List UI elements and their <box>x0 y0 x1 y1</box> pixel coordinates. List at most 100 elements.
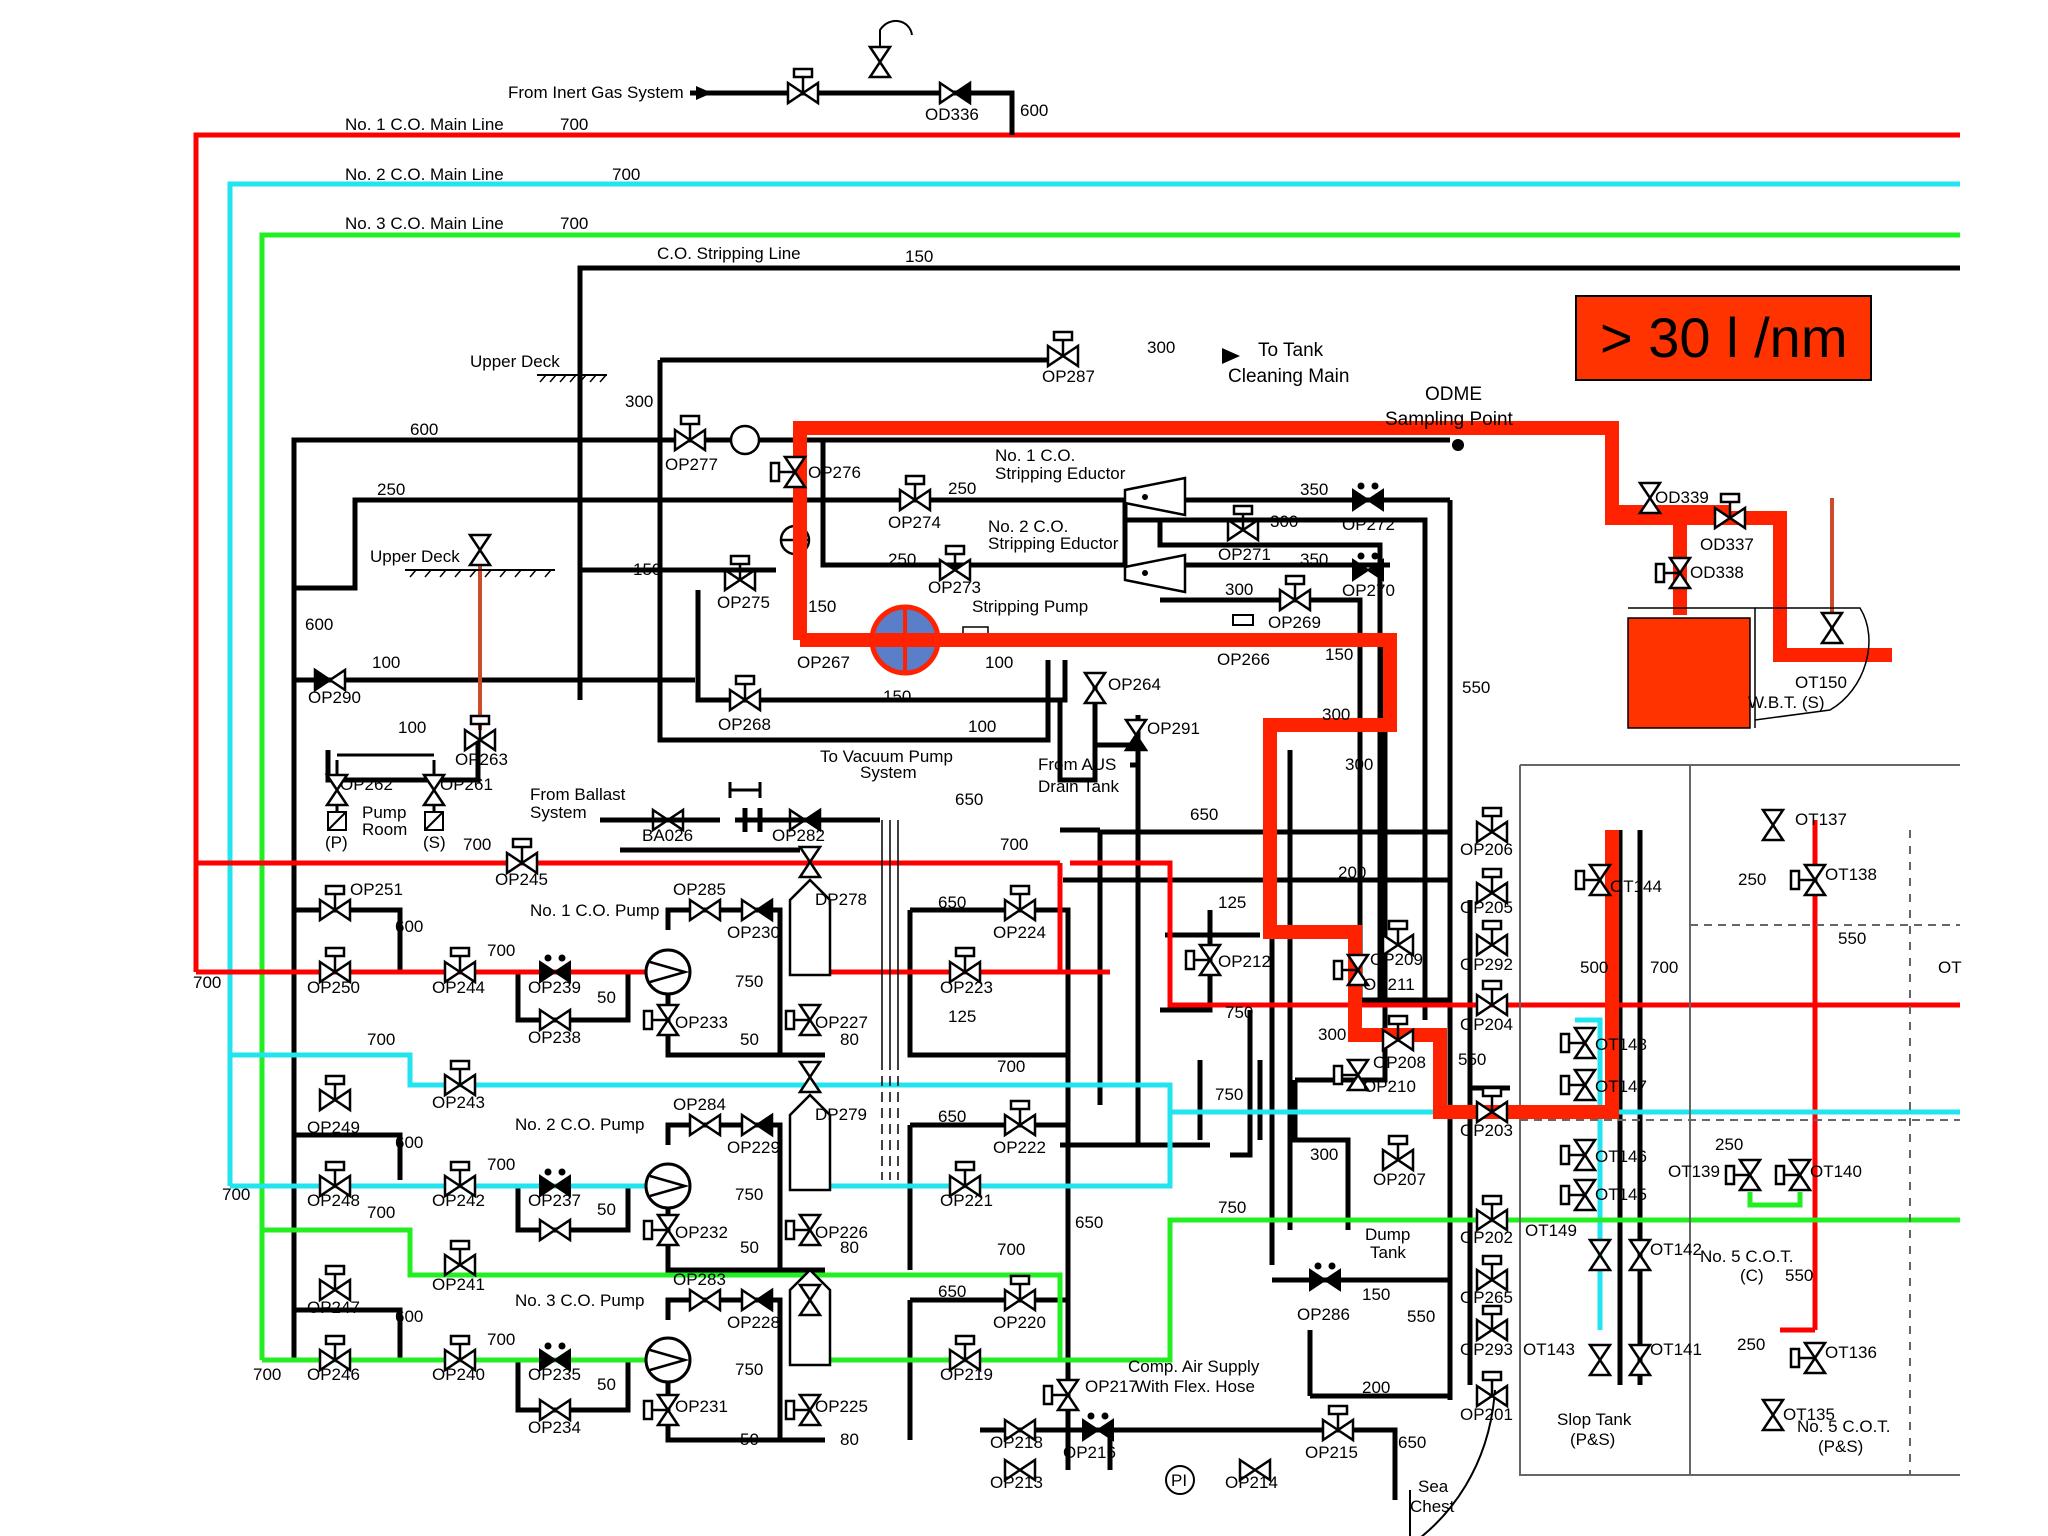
label-op241: OP241 <box>432 1275 485 1294</box>
label-op251: OP251 <box>350 880 403 899</box>
valve-ot141[interactable] <box>1628 1343 1652 1377</box>
valve-ot145[interactable] <box>1559 1178 1597 1212</box>
label-op221: OP221 <box>940 1191 993 1210</box>
valve-op245[interactable] <box>505 837 539 875</box>
label-op285: OP285 <box>673 880 726 899</box>
valve-op251[interactable] <box>318 884 352 922</box>
valve-op265[interactable] <box>1475 1254 1509 1292</box>
pi-gauge: PI <box>1165 1465 1195 1495</box>
valve-ot137[interactable] <box>1761 808 1785 842</box>
label-op238: OP238 <box>528 1028 581 1047</box>
valve-op206[interactable] <box>1475 806 1509 844</box>
valve-op207[interactable] <box>1381 1134 1415 1172</box>
inert-gas-valve-1[interactable] <box>786 67 820 105</box>
valve-op228[interactable] <box>740 1288 774 1312</box>
valve-op285[interactable] <box>688 898 722 922</box>
valve-dp279[interactable] <box>798 1060 822 1094</box>
valve-op249[interactable] <box>318 1074 352 1112</box>
valve-op236[interactable] <box>538 1218 572 1242</box>
valve-op232[interactable] <box>642 1213 680 1247</box>
valve-op287[interactable] <box>1046 330 1080 368</box>
valve-op250[interactable] <box>318 946 352 984</box>
valve-op271[interactable] <box>1226 504 1260 542</box>
valve-op291[interactable] <box>1124 718 1148 752</box>
valve-op231[interactable] <box>642 1393 680 1427</box>
valve-op286[interactable] <box>1309 1261 1341 1291</box>
valve-ot149[interactable] <box>1588 1238 1612 1272</box>
valve-op290[interactable] <box>313 668 347 692</box>
label-op284: OP284 <box>673 1095 726 1114</box>
valve-op275[interactable] <box>723 554 757 592</box>
valve-op229[interactable] <box>740 1113 774 1137</box>
valve-op277[interactable] <box>673 414 707 452</box>
label-sea: Sea <box>1418 1477 1449 1496</box>
valve-op230[interactable] <box>740 898 774 922</box>
size-700k: 700 <box>487 1155 515 1174</box>
valve-ot142[interactable] <box>1628 1238 1652 1272</box>
label-p-tag: (P) <box>325 833 348 852</box>
valve-op284[interactable] <box>688 1113 722 1137</box>
size-700b: 700 <box>612 165 640 184</box>
valve-op234[interactable] <box>538 1398 572 1422</box>
valve-op216[interactable] <box>1082 1411 1114 1441</box>
valve-op233[interactable] <box>642 1003 680 1037</box>
valve-ot135[interactable] <box>1761 1398 1785 1432</box>
valve-op283[interactable] <box>688 1288 722 1312</box>
label-op242: OP242 <box>432 1191 485 1210</box>
valve-op272[interactable] <box>1352 481 1384 511</box>
label-op234: OP234 <box>528 1418 581 1437</box>
label-odme: ODME <box>1425 384 1482 405</box>
label-op231: OP231 <box>675 1397 728 1416</box>
valve-ot148[interactable] <box>1559 1026 1597 1060</box>
size-550e: 550 <box>1785 1266 1813 1285</box>
valve-op273[interactable] <box>938 544 972 582</box>
size-700e: 700 <box>1000 835 1028 854</box>
valve-op241[interactable] <box>443 1239 477 1277</box>
inert-gas-valve-2[interactable] <box>868 45 892 79</box>
size-150b: 150 <box>633 560 661 579</box>
valve-op215[interactable] <box>1321 1404 1355 1442</box>
valve-op217[interactable] <box>1042 1378 1080 1412</box>
co-pump-1[interactable] <box>644 948 692 996</box>
valve-ot138[interactable] <box>1789 863 1827 897</box>
valve-op243[interactable] <box>443 1059 477 1097</box>
valve-op247[interactable] <box>318 1264 352 1302</box>
valve-op202[interactable] <box>1475 1194 1509 1232</box>
valve-op293[interactable] <box>1475 1304 1509 1342</box>
valve-op204[interactable] <box>1475 979 1509 1017</box>
valve-ot143[interactable] <box>1588 1343 1612 1377</box>
upper-deck-vent-valve[interactable] <box>468 533 492 567</box>
size-650a: 650 <box>955 790 983 809</box>
valve-ot147[interactable] <box>1559 1068 1597 1102</box>
valve-op220[interactable] <box>1003 1274 1037 1312</box>
valve-op212[interactable] <box>1184 943 1222 977</box>
label-op233: OP233 <box>675 1013 728 1032</box>
valve-op269[interactable] <box>1278 574 1312 612</box>
valve-op264[interactable] <box>1083 671 1107 705</box>
valve-ot146[interactable] <box>1559 1138 1597 1172</box>
size-350a: 350 <box>1300 480 1328 499</box>
valve-op244[interactable] <box>443 946 477 984</box>
valve-od336[interactable] <box>938 81 972 105</box>
valve-op222[interactable] <box>1003 1099 1037 1137</box>
label-op209: OP209 <box>1370 950 1423 969</box>
valve-op223[interactable] <box>948 946 982 984</box>
valve-ot144[interactable] <box>1574 863 1612 897</box>
valve-op238[interactable] <box>538 1008 572 1032</box>
valve-op201[interactable] <box>1475 1370 1509 1408</box>
valve-ot150[interactable] <box>1820 611 1844 645</box>
co-pump-2[interactable] <box>644 1162 692 1210</box>
valve-op268[interactable] <box>728 674 762 712</box>
valve-op224[interactable] <box>1003 884 1037 922</box>
valve-op274[interactable] <box>898 474 932 512</box>
size-300e: 300 <box>1322 705 1350 724</box>
size-250d: 250 <box>1738 870 1766 889</box>
co-pump-3[interactable] <box>644 1336 692 1384</box>
valve-op292[interactable] <box>1475 919 1509 957</box>
valve-ot140[interactable] <box>1774 1158 1812 1192</box>
size-300b: 300 <box>625 392 653 411</box>
size-300f: 300 <box>1318 1025 1346 1044</box>
valve-ot136[interactable] <box>1789 1341 1827 1375</box>
size-650c: 650 <box>938 893 966 912</box>
valve-ot139[interactable] <box>1724 1158 1762 1192</box>
